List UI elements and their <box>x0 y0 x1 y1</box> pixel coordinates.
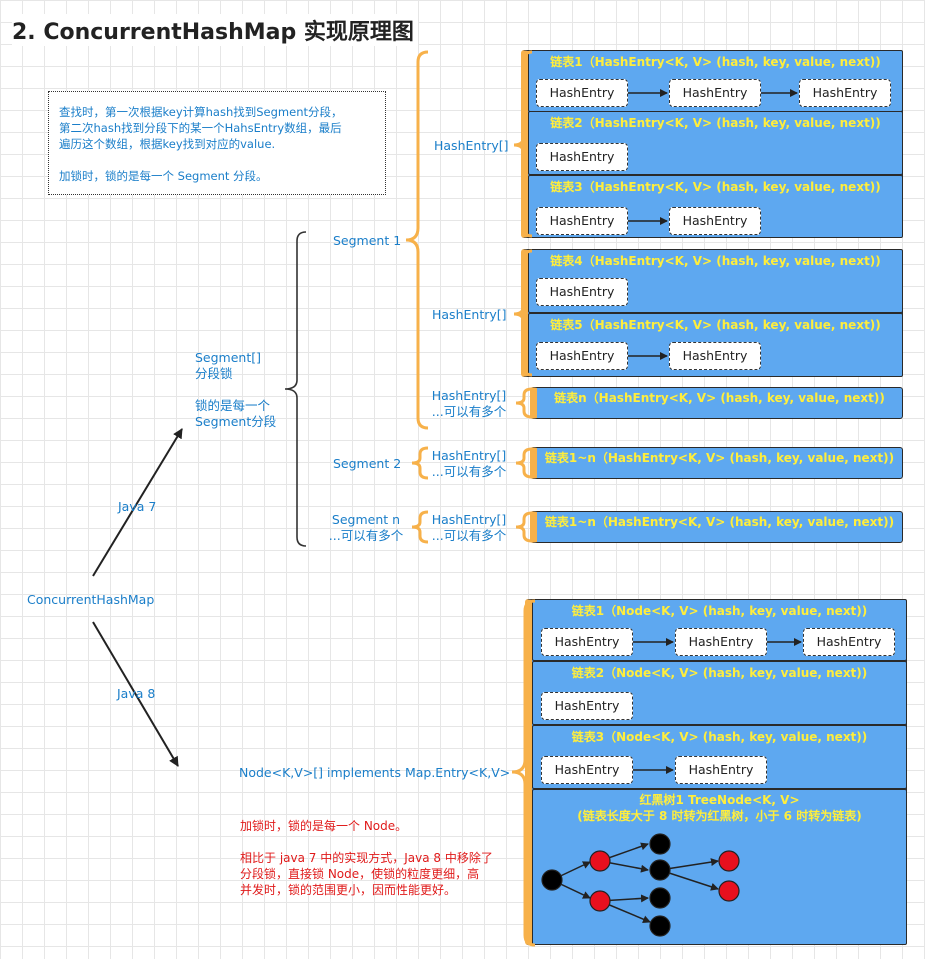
hash-entry-box: HashEntry <box>536 79 628 107</box>
hash-entry-box: HashEntry <box>536 143 628 171</box>
hash-entry-box: HashEntry <box>541 756 633 784</box>
chain-n-panel: 链表n（HashEntry<K, V> (hash, key, value, n… <box>530 387 903 419</box>
hash-entry-box: HashEntry <box>669 207 761 235</box>
segment-n-label: Segment n ...可以有多个 <box>328 512 404 543</box>
hash-entry-box: HashEntry <box>536 278 628 306</box>
chain-title: 链表2（Node<K, V> (hash, key, value, next)) <box>571 666 868 680</box>
node-array-label: Node<K,V>[] implements Map.Entry<K,V> <box>239 765 511 780</box>
segment-1-label: Segment 1 <box>333 233 402 248</box>
java7-label: Java 7 <box>118 499 157 514</box>
brace-segment1 <box>405 50 429 430</box>
lookup-note: 查找时，第一次根据key计算hash找到Segment分段， 第二次hash找到… <box>48 91 386 195</box>
hash-entry-box: HashEntry <box>541 692 633 720</box>
hash-entry-box: HashEntry <box>799 79 891 107</box>
hash-entry-box: HashEntry <box>803 628 895 656</box>
hash-entry-array-label: HashEntry[] <box>434 138 509 153</box>
segment-2-label: Segment 2 <box>333 456 402 471</box>
java8-lock-note: 加锁时，锁的是每一个 Node。 相比于 java 7 中的实现方式，Java … <box>240 819 493 897</box>
hash-entry-array-label: HashEntry[] ...可以有多个 <box>431 512 507 543</box>
chain-title: 链表2（HashEntry<K, V> (hash, key, value, n… <box>550 116 881 130</box>
chain-title: 链表1（Node<K, V> (hash, key, value, next)) <box>571 604 868 618</box>
segmentn-chain-panel: 链表1~n（HashEntry<K, V> (hash, key, value,… <box>530 511 903 543</box>
chain-title: 链表3（Node<K, V> (hash, key, value, next)) <box>571 730 868 744</box>
chain-title: 链表n（HashEntry<K, V> (hash, key, value, n… <box>554 391 885 405</box>
chain-title: 链表1~n（HashEntry<K, V> (hash, key, value,… <box>544 451 895 465</box>
chain-title: 链表3（HashEntry<K, V> (hash, key, value, n… <box>550 180 881 194</box>
java8-label: Java 8 <box>117 686 156 701</box>
chain-title: 链表5（HashEntry<K, V> (hash, key, value, n… <box>550 318 881 332</box>
brace-segment-array <box>284 231 307 547</box>
segment-array-label: Segment[] 分段锁 锁的是每一个 Segment分段 <box>195 350 277 429</box>
page-title: 2. ConcurrentHashMap 实现原理图 <box>12 14 418 46</box>
hash-entry-box: HashEntry <box>541 628 633 656</box>
hash-entry-box: HashEntry <box>675 628 767 656</box>
hash-entry-array-label: HashEntry[] ...可以有多个 <box>431 388 507 419</box>
tree-subtitle: (链表长度大于 8 时转为红黑树，小于 6 时转为链表) <box>577 809 862 823</box>
hash-entry-box: HashEntry <box>675 756 767 784</box>
chain-title: 链表1~n（HashEntry<K, V> (hash, key, value,… <box>544 515 895 529</box>
chain-title: 链表1（HashEntry<K, V> (hash, key, value, n… <box>550 55 881 69</box>
hash-entry-box: HashEntry <box>669 79 761 107</box>
hash-entry-array-label: HashEntry[] <box>432 307 507 322</box>
tree-title: 红黑树1 TreeNode<K, V> <box>639 793 800 807</box>
segment2-chain-panel: 链表1~n（HashEntry<K, V> (hash, key, value,… <box>530 447 903 479</box>
hash-entry-box: HashEntry <box>536 207 628 235</box>
red-black-tree-box: 红黑树1 TreeNode<K, V> (链表长度大于 8 时转为红黑树，小于 … <box>532 789 907 945</box>
hash-entry-array-label: HashEntry[] ...可以有多个 <box>431 448 507 479</box>
hash-entry-box: HashEntry <box>669 342 761 370</box>
hash-entry-box: HashEntry <box>536 342 628 370</box>
chain-title: 链表4（HashEntry<K, V> (hash, key, value, n… <box>550 254 881 268</box>
root-label: ConcurrentHashMap <box>27 592 155 607</box>
